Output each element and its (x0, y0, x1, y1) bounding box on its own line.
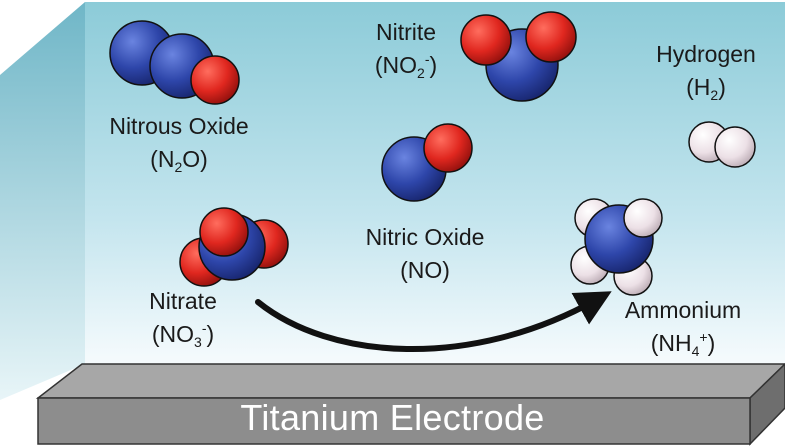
nitrite-name: Nitrite (375, 19, 437, 45)
label-ammonium: Ammonium (NH4+) (610, 294, 756, 360)
nitrite-molecule (460, 11, 577, 102)
oxygen-atom (460, 14, 512, 66)
electrode-front-face (37, 397, 751, 445)
oxygen-atom (190, 55, 240, 105)
hydrogen-formula: (H2) (686, 74, 726, 103)
ammonium-formula: (NH4+) (650, 329, 716, 359)
label-nitric-oxide: Nitric Oxide (NO) (340, 221, 510, 287)
ammonium-molecule (570, 198, 663, 296)
hydrogen-molecule (688, 121, 756, 168)
nitrate-molecule (179, 207, 289, 287)
nitrate-name: Nitrate (149, 288, 217, 314)
oxygen-atom (423, 123, 473, 173)
nitric-oxide-name: Nitric Oxide (365, 224, 485, 250)
nitrous-oxide-name: Nitrous Oxide (109, 113, 249, 139)
reaction-arrow (255, 291, 612, 352)
hydrogen-atom (623, 198, 663, 238)
nitrate-formula: (NO3-) (151, 320, 215, 350)
label-nitrate: Nitrate (NO3-) (126, 285, 240, 351)
oxygen-atom (525, 11, 577, 63)
electrode-top-face (35, 363, 785, 399)
hydrogen-name: Hydrogen (656, 41, 756, 67)
label-nitrous-oxide: Nitrous Oxide (N2O) (86, 110, 272, 176)
nitrous-oxide-molecule (109, 20, 240, 105)
hydrogen-atom (714, 126, 756, 168)
oxygen-atom (199, 207, 249, 257)
solution-side-face (0, 2, 85, 400)
nitrite-formula: (NO2-) (374, 51, 438, 81)
label-nitrite: Nitrite (NO2-) (354, 16, 458, 82)
electrode-label: Titanium Electrode (240, 397, 545, 438)
titanium-electrode (35, 362, 785, 446)
nitric-oxide-formula: (NO) (400, 257, 450, 283)
nitrous-oxide-formula: (N2O) (150, 146, 208, 175)
label-hydrogen: Hydrogen (H2) (644, 38, 768, 104)
ammonium-name: Ammonium (624, 297, 742, 323)
nitric-oxide-molecule (381, 123, 473, 202)
